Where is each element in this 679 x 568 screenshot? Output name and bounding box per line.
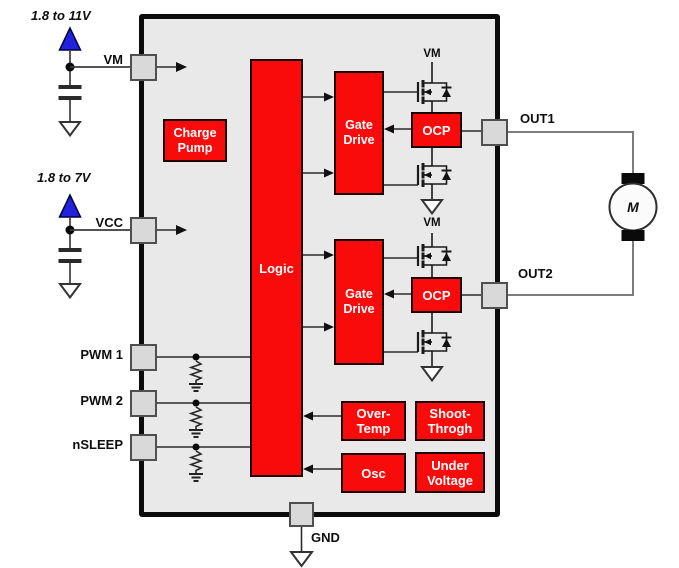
body-diode-icon xyxy=(442,338,451,347)
vm-supply-arrow-icon xyxy=(58,26,82,51)
gate-drive-1-block: Gate Drive xyxy=(334,71,384,195)
nsleep-net xyxy=(156,443,250,482)
gnd-pin-label: GND xyxy=(311,530,340,545)
ground-icon xyxy=(58,283,82,300)
vcc-supply-arrow-icon xyxy=(58,193,82,218)
ocp-2-block: OCP xyxy=(411,277,462,313)
motor-terminal xyxy=(621,173,645,184)
charge-pump-block: Charge Pump xyxy=(163,119,227,162)
ocp1-connections xyxy=(384,124,483,134)
under-voltage-block: Under Voltage xyxy=(415,452,485,493)
osc-to-logic-arrow xyxy=(303,464,341,474)
out2-pin xyxy=(481,282,508,309)
ground-icon xyxy=(420,366,444,383)
motor-terminal xyxy=(621,230,645,241)
pwm2-net xyxy=(156,399,250,438)
nsleep-pin xyxy=(130,434,157,461)
ground-icon xyxy=(189,473,203,482)
ocp2-connections xyxy=(384,289,483,299)
pwm1-net xyxy=(156,353,250,392)
vcc-pin xyxy=(130,217,157,244)
mosfet-high-side-2-icon xyxy=(416,233,452,278)
pwm2-pin xyxy=(130,390,157,417)
gate-wires xyxy=(384,91,418,353)
vm-internal-arrow xyxy=(156,62,187,72)
mosfet-low-side-1-icon xyxy=(416,147,452,216)
out1-pin xyxy=(481,119,508,146)
vm-supply-circuit xyxy=(58,26,132,138)
vcc-pin-label: VCC xyxy=(95,215,123,230)
pwm1-pin-label: PWM 1 xyxy=(80,347,123,362)
logic-to-gatedrive-arrows xyxy=(303,92,334,332)
gnd-pin xyxy=(289,502,314,527)
fet-rail-vm-label-2: VM xyxy=(423,217,441,229)
pwm1-pin xyxy=(130,344,157,371)
ground-icon xyxy=(189,383,203,392)
body-diode-icon xyxy=(442,171,451,180)
logic-block: Logic xyxy=(250,59,303,477)
vcc-internal-arrow xyxy=(156,225,187,235)
vm-supply-range-label: 1.8 to 11V xyxy=(31,8,91,23)
vcc-supply-circuit xyxy=(58,193,132,300)
overtemp-to-logic-arrow xyxy=(303,411,341,421)
vm-pin xyxy=(130,54,157,81)
shoot-through-block: Shoot-Throgh xyxy=(415,401,485,441)
osc-block: Osc xyxy=(341,453,406,493)
out2-pin-label: OUT2 xyxy=(518,266,553,281)
gate-drive-2-block: Gate Drive xyxy=(334,239,384,365)
out1-pin-label: OUT1 xyxy=(520,111,555,126)
mosfet-low-side-2-icon xyxy=(416,312,452,383)
motor-label: M xyxy=(627,199,639,215)
ocp-1-block: OCP xyxy=(411,112,462,148)
resistor-icon xyxy=(188,406,204,430)
mosfet-high-side-1-icon xyxy=(416,62,452,113)
ground-icon xyxy=(189,429,203,438)
fet-rail-vm-label-1: VM xyxy=(423,48,441,60)
nsleep-pin-label: nSLEEP xyxy=(72,437,123,452)
motor-circuit xyxy=(508,131,658,296)
gnd-net xyxy=(289,526,314,568)
vcc-supply-range-label: 1.8 to 7V xyxy=(37,170,91,185)
resistor-icon xyxy=(188,450,204,474)
body-diode-icon xyxy=(442,252,451,261)
resistor-icon xyxy=(188,360,204,384)
pwm2-pin-label: PWM 2 xyxy=(80,393,123,408)
ground-icon xyxy=(289,551,314,568)
over-temp-block: Over-Temp xyxy=(341,401,406,441)
body-diode-icon xyxy=(442,88,451,97)
ground-icon xyxy=(58,121,82,138)
vm-pin-label: VM xyxy=(103,52,124,67)
ground-icon xyxy=(420,199,444,216)
